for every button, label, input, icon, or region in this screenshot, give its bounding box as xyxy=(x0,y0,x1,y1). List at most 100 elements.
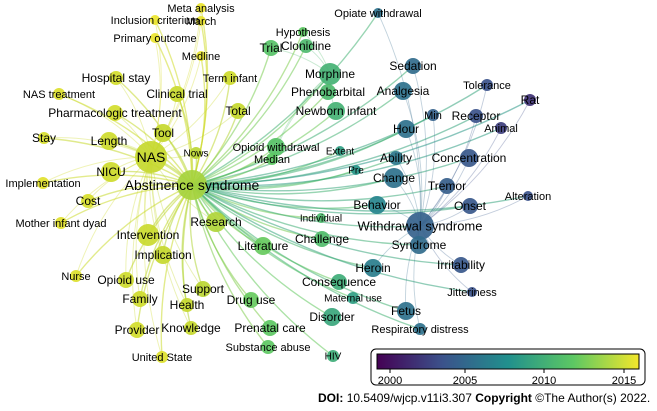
label-nurse: Nurse xyxy=(61,271,90,283)
node-heroin[interactable] xyxy=(364,259,382,277)
node-abstinence-syndrome[interactable] xyxy=(177,170,207,200)
node-opioid-withdrawal[interactable] xyxy=(267,138,285,156)
label-individual: Individual xyxy=(300,214,342,225)
edge-abstinence-syndrome-phenobarbital xyxy=(191,91,329,186)
node-cost[interactable] xyxy=(81,194,95,208)
node-opiate-withdrawal[interactable] xyxy=(373,8,383,18)
node-pharmacologic-treatment[interactable] xyxy=(107,105,123,121)
node-analgesia[interactable] xyxy=(394,82,412,100)
edge-withdrawal-syndrome-rat xyxy=(419,99,531,227)
node-implication[interactable] xyxy=(154,246,172,264)
node-medline[interactable] xyxy=(196,51,206,61)
edge-abstinence-syndrome-withdrawal-syndrome xyxy=(191,184,421,228)
node-min[interactable] xyxy=(427,109,439,121)
label-animal: Animal xyxy=(484,123,518,135)
node-consequence[interactable] xyxy=(331,274,347,290)
node-clinical-trial[interactable] xyxy=(169,86,185,102)
legend-tick-2015: 2015 xyxy=(612,375,636,387)
edge-abstinence-syndrome-tremor xyxy=(191,184,448,202)
node-disorder[interactable] xyxy=(323,308,341,326)
node-provider[interactable] xyxy=(129,322,145,338)
node-respiratory-distress[interactable] xyxy=(414,323,426,335)
node-sedation[interactable] xyxy=(405,58,421,74)
node-opioid-use[interactable] xyxy=(118,272,134,288)
edge-abstinence-syndrome-analgesia xyxy=(191,90,404,186)
node-trial[interactable] xyxy=(263,40,279,56)
edge-abstinence-syndrome-onset xyxy=(191,184,471,215)
node-meta-analysis[interactable] xyxy=(196,3,206,13)
node-receptor[interactable] xyxy=(469,109,483,123)
node-length[interactable] xyxy=(100,132,118,150)
node-hypothesis[interactable] xyxy=(298,27,308,37)
node-substance-abuse[interactable] xyxy=(261,340,275,354)
node-tool[interactable] xyxy=(154,124,172,142)
label-hour: Hour xyxy=(393,122,419,136)
node-behavior[interactable] xyxy=(368,196,386,214)
node-drug-use[interactable] xyxy=(243,292,259,308)
node-phenobarbital[interactable] xyxy=(320,84,336,100)
node-total[interactable] xyxy=(230,103,246,119)
edge-abstinence-syndrome-concentration xyxy=(191,157,470,192)
node-tremor[interactable] xyxy=(439,178,455,194)
node-extent[interactable] xyxy=(335,146,345,156)
node-ability[interactable] xyxy=(389,151,403,165)
node-concentration[interactable] xyxy=(460,149,478,167)
node-term-infant[interactable] xyxy=(223,71,237,85)
node-health[interactable] xyxy=(180,298,194,312)
label-substance-abuse: Substance abuse xyxy=(225,342,310,354)
label-implication: Implication xyxy=(134,248,191,262)
node-stay[interactable] xyxy=(38,132,50,144)
node-support[interactable] xyxy=(195,281,211,297)
node-syndrome[interactable] xyxy=(410,236,428,254)
node-rat[interactable] xyxy=(524,94,536,106)
label-provider: Provider xyxy=(115,323,160,337)
label-support: Support xyxy=(182,282,225,296)
node-maternal-use[interactable] xyxy=(347,292,359,304)
node-intervention[interactable] xyxy=(137,224,159,246)
label-nas: NAS xyxy=(137,149,166,165)
label-trial: Trial xyxy=(260,41,283,55)
node-march[interactable] xyxy=(196,16,206,26)
node-nas-treatment[interactable] xyxy=(53,88,65,100)
node-research[interactable] xyxy=(206,212,226,232)
node-pre[interactable] xyxy=(351,165,361,175)
label-onset: Onset xyxy=(454,199,487,213)
label-concentration: Concentration xyxy=(432,151,507,165)
node-tolerance[interactable] xyxy=(481,79,493,91)
edge-abstinence-syndrome-substance-abuse xyxy=(191,184,269,348)
node-united-state[interactable] xyxy=(156,351,168,363)
node-nas[interactable] xyxy=(135,141,167,173)
node-jitteriness[interactable] xyxy=(467,287,477,297)
node-median[interactable] xyxy=(266,153,278,165)
node-change[interactable] xyxy=(384,168,404,188)
node-irritability[interactable] xyxy=(453,257,469,273)
node-individual[interactable] xyxy=(316,213,326,223)
node-primary-outcome[interactable] xyxy=(150,33,160,43)
node-implementation[interactable] xyxy=(37,177,49,189)
node-newborn-infant[interactable] xyxy=(327,102,345,120)
node-hour[interactable] xyxy=(397,120,415,138)
network-nodes xyxy=(37,3,536,363)
node-animal[interactable] xyxy=(495,122,507,134)
node-alteration[interactable] xyxy=(523,191,533,201)
label-newborn-infant: Newborn infant xyxy=(296,104,377,118)
node-nows[interactable] xyxy=(190,147,202,159)
node-mother-infant-dyad[interactable] xyxy=(55,217,67,229)
edge-abstinence-syndrome-clonidine xyxy=(191,45,307,186)
node-literature[interactable] xyxy=(254,237,272,255)
node-family[interactable] xyxy=(132,291,148,307)
node-fetus[interactable] xyxy=(397,302,415,320)
node-knowledge[interactable] xyxy=(184,321,198,335)
node-clonidine[interactable] xyxy=(299,39,313,53)
node-withdrawal-syndrome[interactable] xyxy=(406,212,434,240)
node-inclusion-criterium[interactable] xyxy=(150,15,160,25)
node-nicu[interactable] xyxy=(101,162,121,182)
node-challenge[interactable] xyxy=(314,231,330,247)
node-onset[interactable] xyxy=(462,198,478,214)
node-hiv[interactable] xyxy=(327,350,339,362)
node-hospital-stay[interactable] xyxy=(109,71,123,85)
node-morphine[interactable] xyxy=(319,63,341,85)
label-health: Health xyxy=(170,298,205,312)
node-prenatal-care[interactable] xyxy=(262,320,278,336)
node-nurse[interactable] xyxy=(70,270,82,282)
